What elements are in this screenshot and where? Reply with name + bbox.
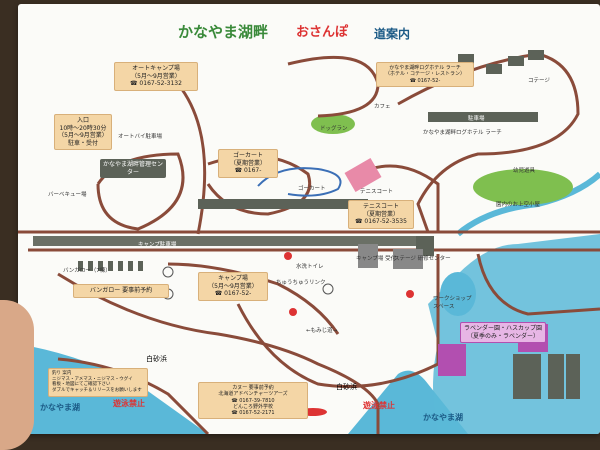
bungalow-unit — [108, 261, 113, 271]
cottage-building — [458, 54, 474, 64]
hotel-box: かなやま湖畔ログホテル ラーチ （ホテル・コテージ・レストラン） ☎ 0167-… — [376, 62, 474, 87]
bungalow-unit — [118, 261, 123, 271]
parking-lot-3 — [548, 354, 564, 399]
tennis-box: テニスコート （夏期営業） ☎ 0167-52-3535 — [348, 200, 414, 229]
title-part3: 道案内 — [374, 27, 411, 41]
camp-parking-label: キャンプ駐車場 — [138, 242, 177, 248]
parking-lot-2 — [513, 354, 541, 399]
auto-camp-box: オートキャンプ場 （5月〜9月営業） ☎ 0167-52-3132 — [114, 62, 198, 91]
beach-label-1: 白砂浜 — [146, 355, 167, 363]
facility-marker-2 — [162, 266, 174, 278]
dog-run-label: ドッグラン — [320, 126, 348, 132]
toilet-marker-2 — [406, 290, 414, 298]
entrance-box: 入口 10時〜20時30分 （5月〜9月営業） 駐車・受付 — [54, 114, 112, 150]
lake-label-1: かなやま湖 — [40, 403, 80, 412]
bungalow-box: バンガロー 要事前予約 — [73, 284, 169, 298]
toilet-marker-3 — [289, 308, 297, 316]
facility-marker-1 — [322, 283, 334, 295]
cottage-building — [486, 64, 502, 74]
hotel-label: かなやま湖畔ログホテル ラーチ — [423, 130, 502, 136]
bungalow-unit — [128, 261, 133, 271]
cottage-label: コテージ — [528, 78, 550, 84]
stage-building — [393, 249, 423, 269]
playground-area — [473, 169, 573, 205]
toilet-marker-1 — [284, 252, 292, 260]
beach-label-2: 白砂浜 — [336, 383, 357, 391]
bungalow-unit — [98, 261, 103, 271]
toilet-label: 水洗トイレ — [296, 264, 324, 270]
bbq-label: バーベキュー場 — [48, 192, 87, 198]
parking-label-1: 駐車場 — [468, 116, 485, 122]
tennis-court-shape — [344, 157, 382, 193]
bungalow-small-label: バンガロー（7棟） — [63, 268, 111, 274]
title-part1: かなやま湖畔 — [178, 23, 269, 41]
bungalow-unit — [138, 261, 143, 271]
main-parking — [33, 236, 423, 246]
dog-run-area — [311, 114, 355, 134]
cottage-building — [508, 56, 524, 66]
workshop-label: ワークショップ スペース — [433, 296, 472, 310]
bungalow-unit — [88, 261, 93, 271]
cottage-building — [528, 50, 544, 60]
cafe-label: カフェ — [374, 104, 391, 110]
gokart-course-label: ゴーカート — [298, 186, 326, 192]
parking-lot-1 — [198, 199, 368, 209]
pond — [440, 272, 476, 316]
lavender-field-1 — [438, 344, 466, 376]
tennis-label: テニスコート — [360, 189, 394, 195]
no-swim-label-1: 遊泳禁止 — [113, 399, 145, 408]
lookout-label: ちゅうちゅうリンク — [276, 280, 326, 286]
gokart-track — [257, 167, 342, 197]
camp-reception-building — [358, 244, 378, 268]
slide-label: 園内のお上空小屋 — [496, 202, 541, 208]
bungalow-unit — [78, 261, 83, 271]
map-sheet: かなやま湖畔 おさんぽ 道案内 オートキャンプ場 （5月〜9月営業） ☎ 016… — [18, 4, 600, 434]
hotel-building — [428, 112, 538, 122]
canoe-box: カヌー 要事前予約 北海道アドベンチャーツアーズ ☎ 0167-39-7810 … — [198, 382, 308, 420]
stage-label: ステージ 研修センター — [394, 256, 451, 262]
title-part2: おさんぽ — [296, 25, 349, 40]
gokart-box: ゴーカート （夏期営業） ☎ 0167- — [218, 149, 278, 178]
camp-center-tag: かなやま湖畔管理センター — [100, 159, 166, 178]
hand — [0, 300, 34, 450]
parking-lot-4 — [566, 354, 580, 399]
camp-reception-label: キャンプ場 受付 — [356, 256, 397, 262]
walk-path-label: ←もみじ道→ — [306, 328, 338, 334]
lake-label-2: かなやま湖 — [423, 413, 463, 422]
no-swim-label-2: 遊泳禁止 — [363, 401, 395, 410]
kid-land-label: 幼児遊具 — [513, 168, 536, 174]
auto-bike-label: オートバイ駐車場 — [118, 134, 163, 140]
fishing-box: 釣り 案内 ニジマス・アメマス・ニジマス・ウグイ 看板・地図にてご確認下さい ダ… — [48, 368, 148, 397]
camp-ground-box: キャンプ場 （5月〜9月営業） ☎ 0167-52- — [198, 272, 268, 301]
lavender-box: ラベンダー園・ハスカップ園 （夏季のみ・ラベンダー） — [460, 322, 546, 343]
